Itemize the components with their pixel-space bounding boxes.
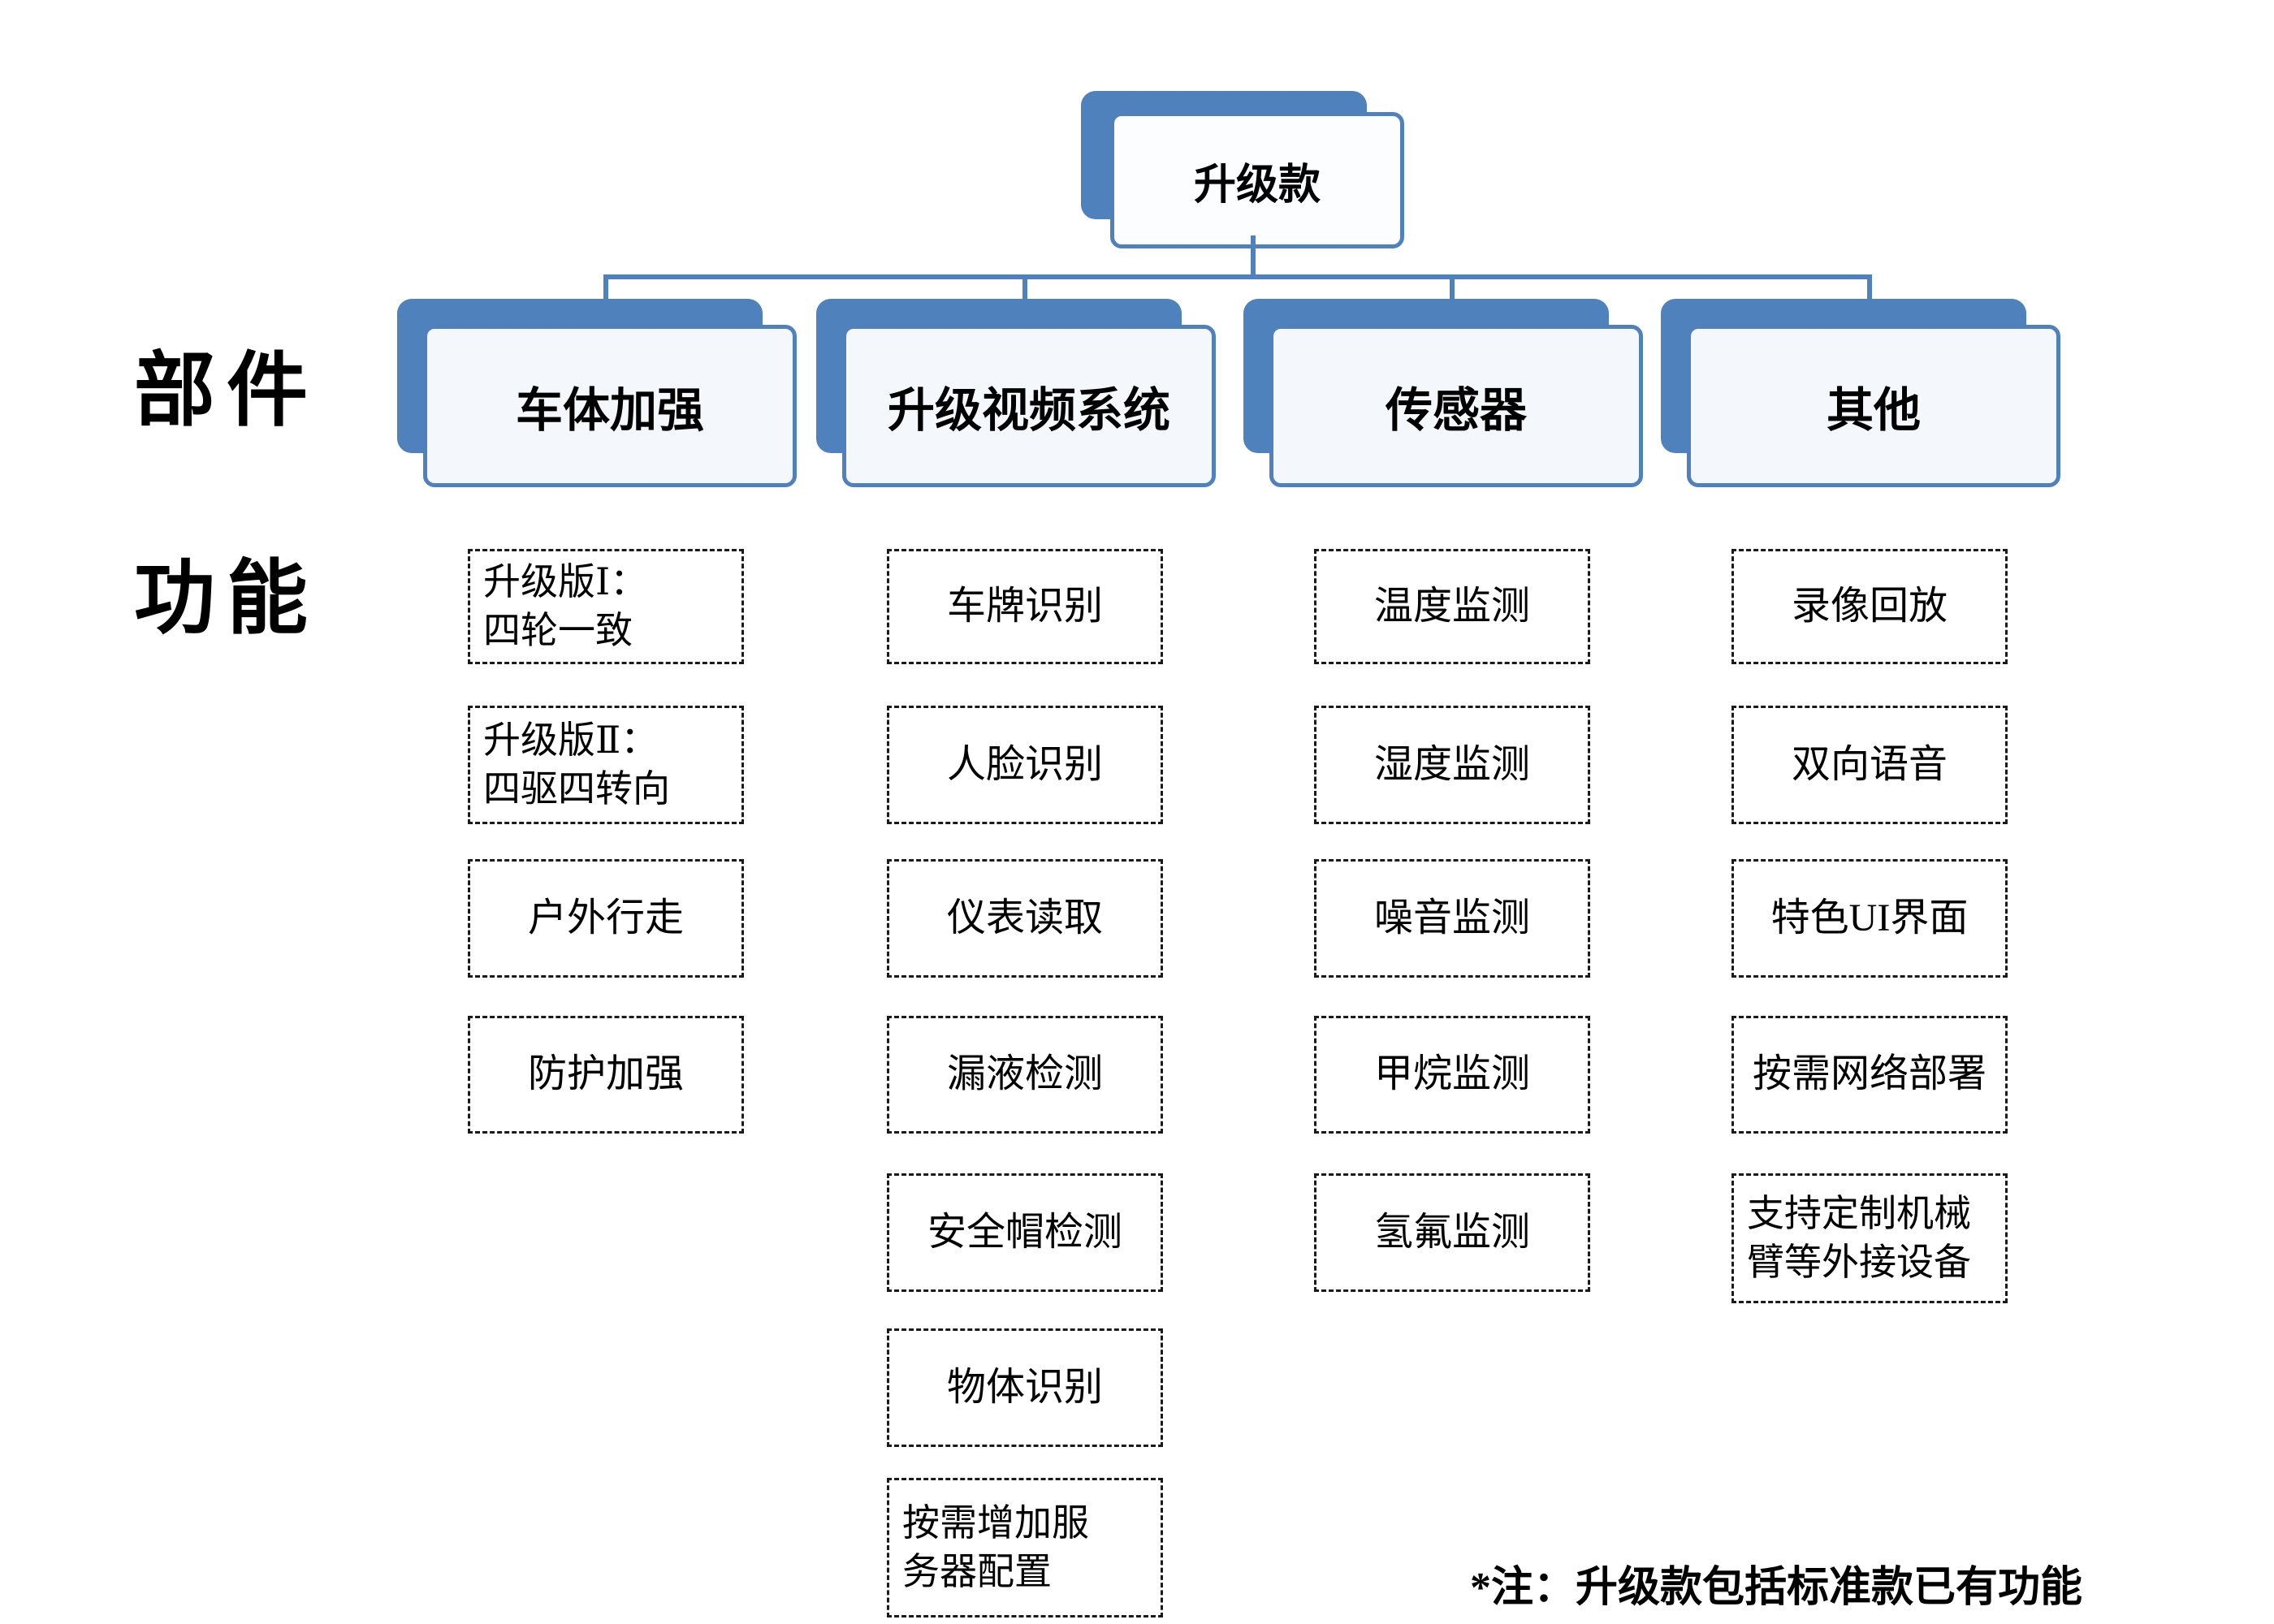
function-box: 特色UI界面 bbox=[1731, 859, 2008, 978]
branch-header-label: 车体加强 bbox=[515, 384, 704, 437]
function-box: 漏液检测 bbox=[887, 1016, 1163, 1134]
function-box: 噪音监测 bbox=[1314, 859, 1590, 978]
function-box: 温度监测 bbox=[1314, 549, 1590, 664]
axis-label-functions: 功能 bbox=[134, 554, 319, 644]
connector-drop-2 bbox=[1022, 274, 1027, 304]
branch-header-label: 传感器 bbox=[1385, 384, 1527, 437]
root-node-face: 升级款 bbox=[1110, 112, 1404, 248]
connector-drop-1 bbox=[603, 274, 608, 304]
branch-header-label: 其他 bbox=[1826, 384, 1921, 437]
branch-header-body: 车体加强 bbox=[397, 299, 803, 487]
function-box: 按需网络部署 bbox=[1731, 1016, 2008, 1134]
connector-drop-4 bbox=[1867, 274, 1872, 304]
function-box: 户外行走 bbox=[468, 859, 744, 978]
branch-header-face: 其他 bbox=[1687, 325, 2060, 487]
function-box: 升级版Ⅰ： 四轮一致 bbox=[468, 549, 744, 664]
function-box: 湿度监测 bbox=[1314, 706, 1590, 824]
function-box: 录像回放 bbox=[1731, 549, 2008, 664]
function-box: 按需增加服 务器配置 bbox=[887, 1478, 1163, 1618]
footnote: *注：升级款包括标准款已有功能 bbox=[1470, 1565, 2083, 1611]
branch-header-face: 车体加强 bbox=[423, 325, 797, 487]
function-box: 安全帽检测 bbox=[887, 1173, 1163, 1292]
branch-header-video: 升级视频系统 bbox=[816, 299, 1222, 487]
branch-header-face: 升级视频系统 bbox=[842, 325, 1216, 487]
connector-horizontal bbox=[603, 274, 1872, 279]
function-box: 车牌识别 bbox=[887, 549, 1163, 664]
branch-header-face: 传感器 bbox=[1269, 325, 1643, 487]
function-box: 防护加强 bbox=[468, 1016, 744, 1134]
connector-root-stem bbox=[1251, 235, 1256, 279]
function-box: 仪表读取 bbox=[887, 859, 1163, 978]
function-box: 支持定制机械 臂等外接设备 bbox=[1731, 1173, 2008, 1303]
branch-header-sensor: 传感器 bbox=[1243, 299, 1649, 487]
connector-drop-3 bbox=[1450, 274, 1455, 304]
function-box: 人脸识别 bbox=[887, 706, 1163, 824]
root-node-label: 升级款 bbox=[1193, 162, 1321, 209]
function-box: 氢氟监测 bbox=[1314, 1173, 1590, 1292]
function-box: 甲烷监测 bbox=[1314, 1016, 1590, 1134]
function-box: 升级版Ⅱ： 四驱四转向 bbox=[468, 706, 744, 824]
function-box: 双向语音 bbox=[1731, 706, 2008, 824]
function-box: 物体识别 bbox=[887, 1328, 1163, 1447]
root-node: 升级款 bbox=[1081, 91, 1406, 250]
branch-header-label: 升级视频系统 bbox=[887, 384, 1170, 437]
axis-label-components: 部件 bbox=[134, 346, 319, 436]
branch-header-other: 其他 bbox=[1661, 299, 2067, 487]
